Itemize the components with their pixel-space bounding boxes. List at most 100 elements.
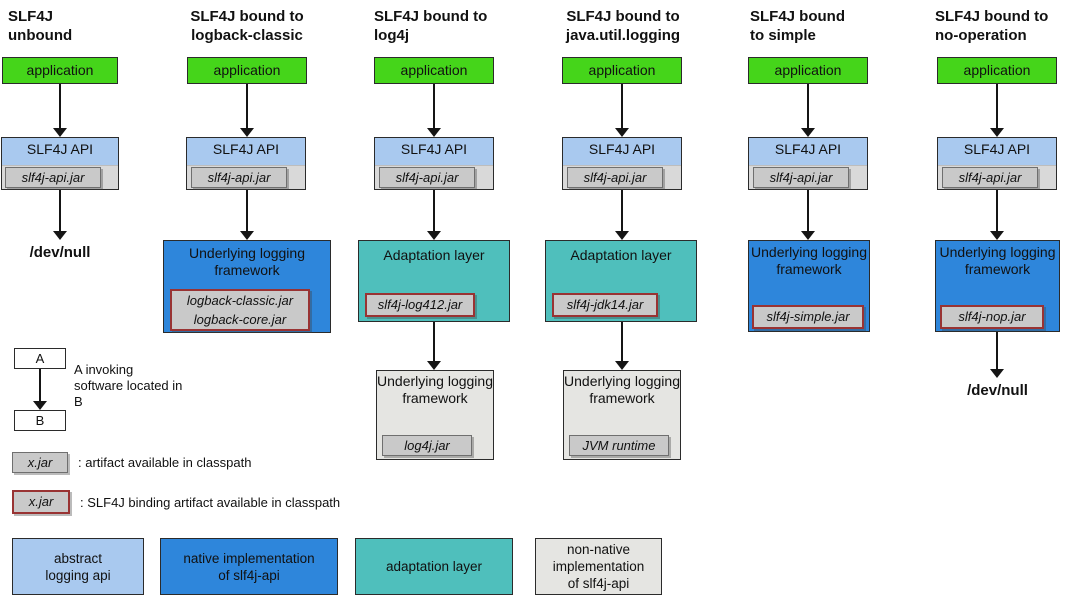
- legend-invoking-note: A invoking software located in B: [74, 362, 183, 409]
- api-label: SLF4J API: [212, 141, 280, 157]
- api-jar-label: slf4j-api.jar: [191, 167, 287, 188]
- api-label: SLF4J API: [963, 141, 1031, 157]
- legend-adaptation-layer: adaptation layer: [355, 538, 513, 595]
- arrow-shaft: [996, 332, 998, 372]
- arrow-shaft: [433, 84, 435, 131]
- arrow-head: [990, 128, 1004, 137]
- framework-jar-label: JVM runtime: [569, 435, 669, 456]
- adaptation-layer-box: Adaptation layer slf4j-log412.jar: [358, 240, 510, 322]
- application-box: application: [937, 57, 1057, 84]
- arrow-app-to-api: [240, 84, 254, 137]
- column-title-logback: SLF4J bound to logback-classic: [163, 7, 331, 45]
- column-title-nop: SLF4J bound to no-operation: [935, 7, 1080, 45]
- title-line: logback-classic: [191, 27, 303, 44]
- title-line: SLF4J bound to: [374, 8, 488, 25]
- arrow-head: [427, 231, 441, 240]
- arrow-shaft: [246, 190, 248, 234]
- title-line: no-operation: [935, 27, 1027, 44]
- arrow-api-to-framework: [801, 190, 815, 240]
- application-box: application: [562, 57, 682, 84]
- api-jar-label: slf4j-api.jar: [753, 167, 849, 188]
- legend-artifact-note: : artifact available in classpath: [78, 455, 252, 470]
- arrow-shaft: [807, 84, 809, 131]
- arrow-shaft: [996, 84, 998, 131]
- api-label: SLF4J API: [774, 141, 842, 157]
- arrow-api-to-devnull: [53, 190, 67, 240]
- arrow-head: [240, 128, 254, 137]
- underlying-framework-box: Underlying logging framework slf4j-nop.j…: [935, 240, 1060, 332]
- arrow-framework-to-devnull: [990, 332, 1004, 378]
- arrow-head: [33, 401, 47, 410]
- application-box: application: [187, 57, 307, 84]
- arrow-app-to-api: [801, 84, 815, 137]
- binding-jar-label: slf4j-log412.jar: [365, 293, 475, 317]
- application-box: application: [374, 57, 494, 84]
- legend-line: of slf4j-api: [567, 576, 630, 591]
- arrow-shaft: [59, 84, 61, 131]
- arrow-head: [615, 128, 629, 137]
- underlying-framework-box: Underlying logging framework JVM runtime: [563, 370, 681, 460]
- application-box: application: [748, 57, 868, 84]
- arrow-head: [615, 361, 629, 370]
- arrow-shaft: [246, 84, 248, 131]
- arrow-shaft: [807, 190, 809, 234]
- arrow-shaft: [621, 190, 623, 234]
- arrow-head: [801, 231, 815, 240]
- arrow-api-to-adaptation: [427, 190, 441, 240]
- dev-null-label: /dev/null: [29, 244, 91, 261]
- legend-binding-note: : SLF4J binding artifact available in cl…: [80, 495, 341, 510]
- legend-line: non-native: [566, 542, 631, 557]
- legend-non-native-implementation: non-native implementation of slf4j-api: [535, 538, 662, 595]
- legend-abstract-logging-api: abstract logging api: [12, 538, 144, 595]
- legend-line: of slf4j-api: [218, 567, 280, 583]
- framework-label: Underlying logging framework: [751, 244, 867, 277]
- legend-native-implementation: native implementation of slf4j-api: [160, 538, 338, 595]
- framework-label: Underlying logging framework: [939, 244, 1056, 277]
- arrow-api-to-framework: [240, 190, 254, 240]
- arrow-app-to-api: [53, 84, 67, 137]
- arrow-app-to-api: [990, 84, 1004, 137]
- title-line: SLF4J bound to: [190, 8, 304, 25]
- binding-jar-label: slf4j-jdk14.jar: [552, 293, 658, 317]
- title-line: SLF4J bound to: [566, 8, 680, 25]
- api-label: SLF4J API: [26, 141, 94, 157]
- api-jar-label: slf4j-api.jar: [379, 167, 475, 188]
- legend-box-a: A: [14, 348, 66, 369]
- arrow-shaft: [433, 322, 435, 364]
- slf4j-api-box: SLF4J API slf4j-api.jar: [748, 137, 868, 190]
- api-jar-label: slf4j-api.jar: [567, 167, 663, 188]
- arrow-head: [427, 128, 441, 137]
- arrow-app-to-api: [615, 84, 629, 137]
- arrow-api-to-adaptation: [615, 190, 629, 240]
- jar-line: logback-classic.jar: [186, 293, 294, 308]
- api-jar-label: slf4j-api.jar: [942, 167, 1038, 188]
- arrow-head: [53, 128, 67, 137]
- arrow-shaft: [621, 322, 623, 364]
- title-line: SLF4J: [8, 8, 54, 25]
- framework-label: Underlying logging framework: [377, 373, 493, 406]
- arrow-head: [240, 231, 254, 240]
- dev-null-label: /dev/null: [967, 382, 1028, 399]
- arrow-adaptation-to-framework: [615, 322, 629, 370]
- legend-line: native implementation: [183, 550, 315, 566]
- legend-line: implementation: [552, 559, 645, 574]
- framework-jar-label: log4j.jar: [382, 435, 472, 456]
- column-title-simple: SLF4J bound to simple: [750, 7, 880, 45]
- slf4j-api-box: SLF4J API slf4j-api.jar: [562, 137, 682, 190]
- adaptation-label: Adaptation layer: [570, 247, 672, 263]
- column-title-jul: SLF4J bound to java.util.logging: [545, 7, 701, 45]
- jar-line: logback-core.jar: [193, 312, 287, 327]
- arrow-shaft: [433, 190, 435, 234]
- legend-invoke-arrow: [33, 369, 47, 410]
- api-label: SLF4J API: [400, 141, 468, 157]
- underlying-framework-box: Underlying logging framework log4j.jar: [376, 370, 494, 460]
- arrow-shaft: [996, 190, 998, 234]
- legend-line: logging api: [45, 567, 111, 583]
- adaptation-label: Adaptation layer: [383, 247, 485, 263]
- legend-artifact-jar: x.jar: [12, 452, 68, 473]
- application-box: application: [2, 57, 118, 84]
- legend-line: abstract: [53, 550, 103, 566]
- api-label: SLF4J API: [588, 141, 656, 157]
- arrow-api-to-framework: [990, 190, 1004, 240]
